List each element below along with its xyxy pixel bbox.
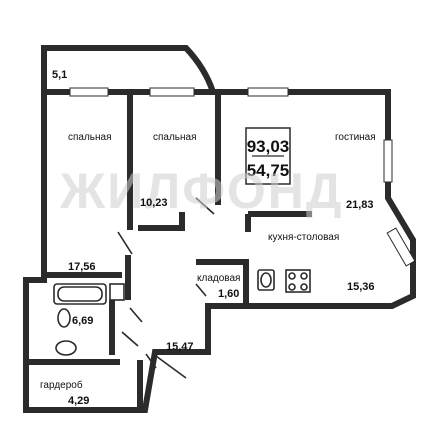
balcony-outline (41, 45, 218, 95)
door-bedroom2 (195, 197, 215, 215)
washer-icon (109, 283, 125, 301)
bedroom2-label: спальная (153, 132, 197, 143)
pantry-walls (196, 259, 249, 304)
living-area-value: 21,83 (346, 199, 374, 211)
pantry-area: 1,60 (218, 288, 239, 300)
door-pantry (195, 283, 207, 297)
partition-bed2-bottom (138, 212, 185, 231)
kitchen-sink-bowl (260, 272, 272, 288)
door-entrance (155, 355, 187, 379)
bathtub-icon (53, 283, 107, 305)
kitchen-area: 15,36 (347, 281, 375, 293)
sink-icon (55, 340, 77, 356)
hall-area: 15,47 (166, 341, 194, 353)
kitchen-label: кухня-столовая (268, 232, 339, 243)
burner-1 (288, 272, 296, 280)
burner-4 (300, 283, 308, 291)
door-bathroom (129, 307, 143, 323)
pantry-label: кладовая (197, 273, 240, 284)
door-hall (121, 331, 139, 347)
living-label: гостиная (335, 132, 376, 143)
total-area: 93,03 (247, 137, 290, 156)
window-living-top (247, 87, 289, 97)
bathroom-area: 6,69 (72, 315, 93, 327)
window-kitchen (386, 227, 416, 267)
door-bedroom1 (117, 231, 133, 255)
bedroom1-area: 17,56 (68, 261, 96, 273)
outer-walls (23, 89, 416, 413)
living-area: 54,75 (247, 161, 290, 180)
watermark: ЖИЛФОНД (59, 163, 344, 219)
toilet-icon (57, 308, 71, 328)
wardrobe-label: гардероб (40, 379, 83, 391)
balcony-area: 5,1 (52, 69, 67, 81)
stove-icon (285, 269, 311, 293)
window-bedroom2 (149, 87, 195, 97)
window-living-side (383, 139, 393, 183)
burner-3 (288, 283, 296, 291)
window-bedroom1 (69, 87, 109, 97)
bathtub-inner (57, 286, 103, 302)
kitchen-sink-icon (257, 269, 275, 291)
bedroom1-label: спальная (68, 132, 112, 143)
bedroom2-area: 10,23 (140, 197, 168, 209)
door-wardrobe (145, 353, 157, 369)
wardrobe-area: 4,29 (68, 395, 89, 407)
burner-2 (300, 272, 308, 280)
